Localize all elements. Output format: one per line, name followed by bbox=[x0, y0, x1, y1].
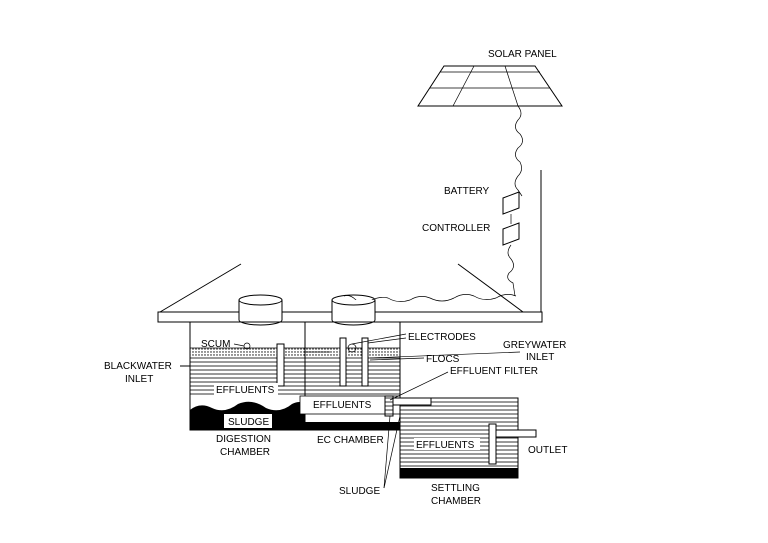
digestion-chamber-label-2: CHAMBER bbox=[220, 447, 270, 458]
blackwater-inlet-label-1: BLACKWATER bbox=[104, 361, 172, 372]
battery-label: BATTERY bbox=[444, 186, 490, 197]
controller-wire bbox=[507, 244, 516, 297]
settling-chamber bbox=[399, 397, 537, 479]
effluents-digestion-label: EFFLUENTS bbox=[216, 385, 275, 396]
greywater-inlet-label-1: GREYWATER bbox=[503, 340, 566, 351]
ec-chamber bbox=[304, 321, 401, 431]
solar-panel bbox=[417, 65, 563, 107]
electrodes-label: ELECTRODES bbox=[408, 332, 476, 343]
sludge-digestion-label: SLUDGE bbox=[228, 417, 269, 428]
settling-chamber-label-2: CHAMBER bbox=[431, 496, 481, 507]
effluent-filter-label: EFFLUENT FILTER bbox=[450, 366, 538, 377]
solar-wire bbox=[514, 105, 523, 197]
electrode-1 bbox=[339, 337, 347, 387]
electrode-2 bbox=[361, 337, 369, 387]
scum-label: SCUM bbox=[201, 339, 230, 350]
solar-panel-label: SOLAR PANEL bbox=[488, 49, 557, 60]
digestion-chamber-label-1: DIGESTION bbox=[216, 434, 271, 445]
blackwater-inlet-label-2: INLET bbox=[125, 374, 153, 385]
outlet-pipe bbox=[495, 429, 537, 438]
ec-chamber-label: EC CHAMBER bbox=[317, 435, 384, 446]
manhole-cover-1 bbox=[238, 294, 283, 326]
effluent-filter bbox=[384, 395, 394, 417]
controller-box bbox=[502, 222, 520, 246]
outlet-label: OUTLET bbox=[528, 445, 567, 456]
battery-box bbox=[502, 191, 520, 215]
greywater-inlet-label-2: INLET bbox=[526, 352, 554, 363]
manhole-cover-2 bbox=[331, 294, 376, 326]
sludge-bottom-label: SLUDGE bbox=[339, 486, 380, 497]
flocs-label: FLOCS bbox=[426, 354, 460, 365]
effluents-ec-label: EFFLUENTS bbox=[313, 400, 372, 411]
effluents-settling-label: EFFLUENTS bbox=[416, 440, 475, 451]
settling-chamber-label-1: SETTLING bbox=[431, 483, 480, 494]
controller-label: CONTROLLER bbox=[422, 223, 490, 234]
